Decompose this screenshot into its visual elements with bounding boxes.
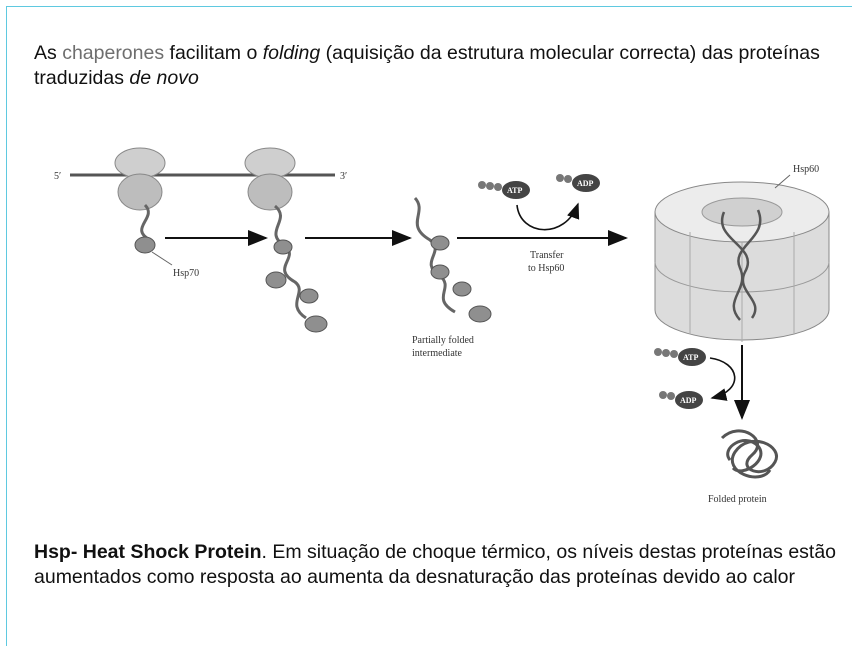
folded-protein-label: Folded protein — [708, 494, 767, 505]
adp-molecule-top: ADP — [556, 174, 600, 192]
hsp70-label: Hsp70 — [173, 268, 199, 279]
adp-molecule-bottom: ADP — [659, 391, 703, 409]
transfer-label-line2: to Hsp60 — [528, 263, 564, 274]
hsp70-bound-3a — [430, 235, 450, 251]
hsp-definition: Hsp- Heat Shock Protein — [34, 541, 262, 563]
ribosome-2 — [244, 147, 296, 211]
hsp70-bound-2d — [304, 315, 328, 333]
ribosome-1 — [114, 147, 166, 211]
hsp60-complex — [654, 181, 830, 342]
folding-term: folding — [262, 42, 321, 64]
atp-molecule-top: ATP — [478, 181, 530, 199]
hsp70-bound-3c — [452, 281, 472, 297]
mrna-5-prime-label: 5′ — [54, 171, 61, 182]
mrna-3-prime-label: 3′ — [340, 171, 347, 182]
atp-molecule-bottom: ATP — [654, 348, 706, 366]
atp-hydrolysis-arrow-top — [516, 202, 580, 231]
hsp60-pointer — [774, 174, 791, 189]
atp-label-bottom: ATP — [683, 353, 699, 362]
frame-left-border — [6, 6, 7, 646]
de-novo-term: de novo — [129, 67, 199, 89]
hsp70-bound-2a — [273, 239, 293, 255]
frame-top-border — [6, 6, 852, 7]
hsp60-label: Hsp60 — [793, 164, 819, 175]
nascent-chain-2 — [273, 204, 307, 320]
chaperones-highlight: chaperones — [62, 42, 165, 64]
hsp70-bound-3b — [430, 264, 450, 280]
partial-label-line1: Partially folded — [412, 335, 474, 346]
hsp70-bound-1 — [134, 236, 156, 254]
atp-label-top: ATP — [507, 186, 523, 195]
hsp70-bound-2b — [265, 271, 287, 289]
partially-folded-chain — [413, 196, 456, 314]
caption-body: . Em situação de choque térmico, os níve… — [34, 541, 837, 588]
atp-hydrolysis-arrow-bottom — [709, 357, 736, 401]
folded-protein — [720, 429, 778, 479]
caption-text: Hsp- Heat Shock Protein. Em situação de … — [34, 540, 849, 590]
adp-label-bottom: ADP — [680, 396, 697, 405]
adp-label-top: ADP — [577, 179, 594, 188]
partial-label-line2: intermediate — [412, 348, 463, 359]
transfer-label-line1: Transfer — [530, 250, 564, 261]
hsp70-pointer — [151, 251, 173, 266]
hsp70-bound-2c — [299, 288, 319, 304]
hsp70-bound-3d — [468, 305, 492, 323]
slide-title: As chaperones facilitam o folding (aquis… — [34, 42, 820, 89]
